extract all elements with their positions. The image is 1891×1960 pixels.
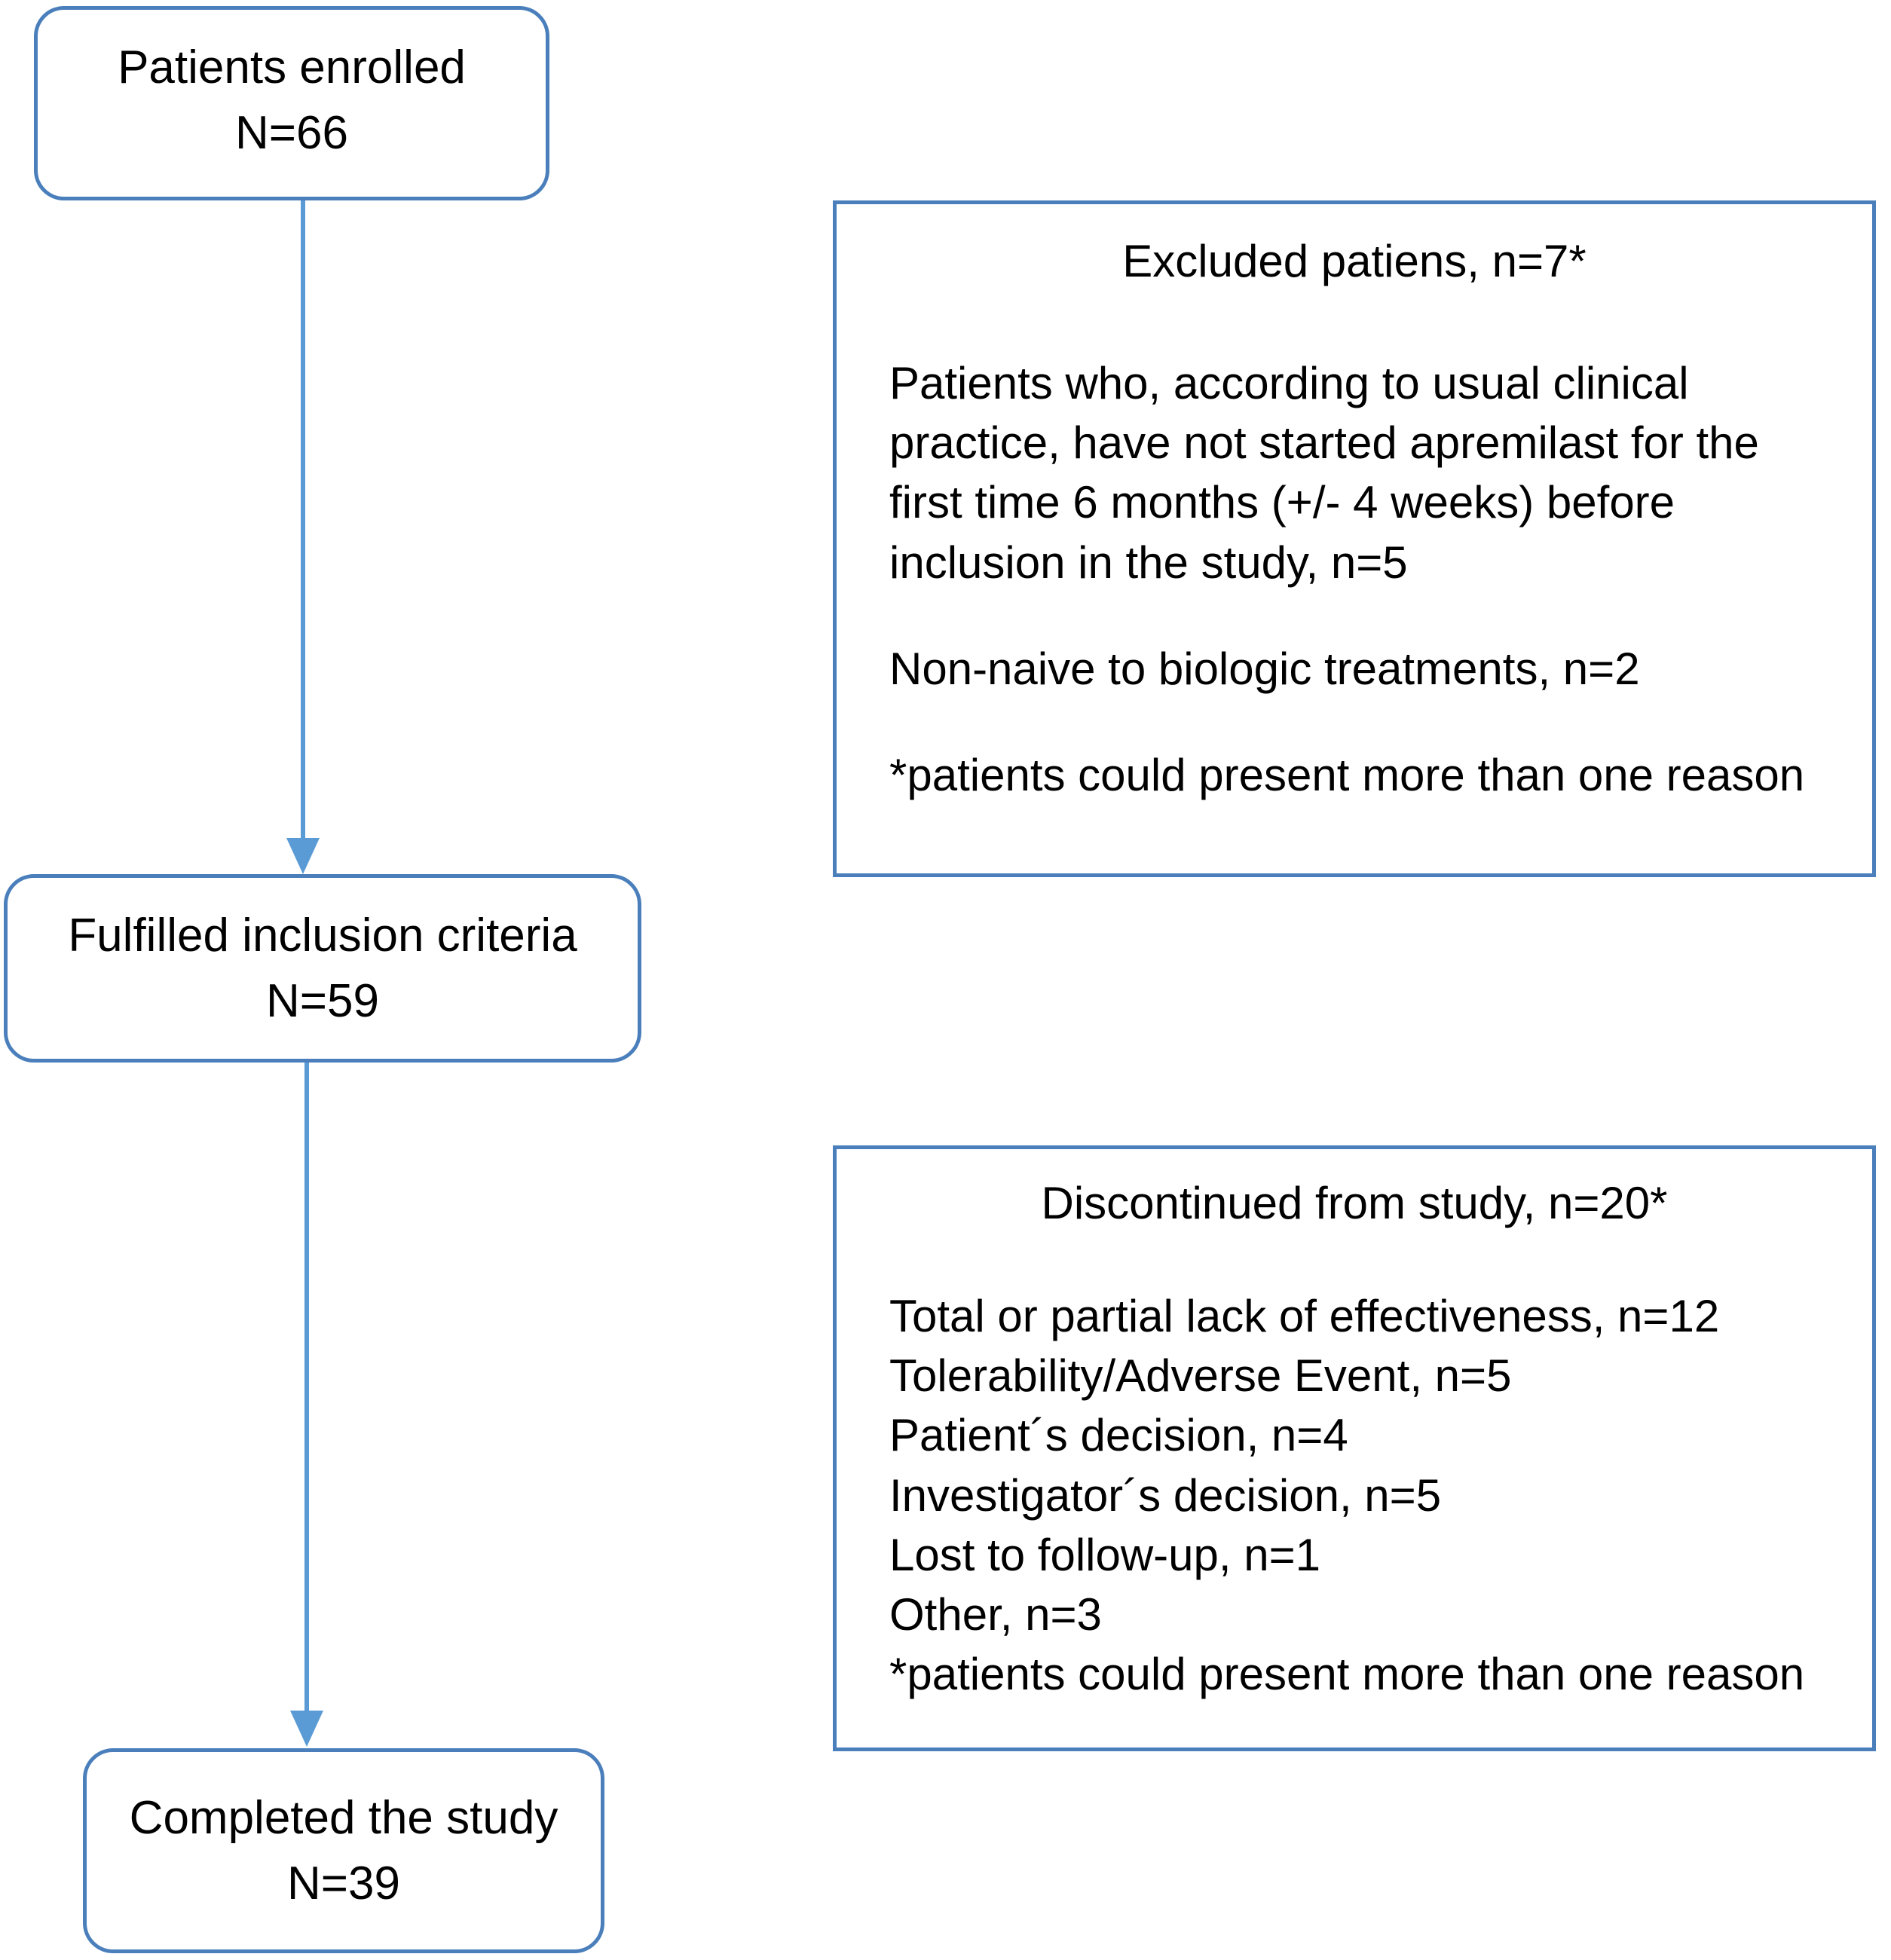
panel-excluded-patients: Excluded patiens, n=7* Patients who, acc… [833, 200, 1876, 877]
discontinued-reason-item: Total or partial lack of effectiveness, … [889, 1291, 1720, 1341]
node-completed-the-study-count: N=39 [287, 1858, 400, 1910]
spacer [889, 699, 1850, 745]
panel-excluded-patients-title: Excluded patiens, n=7* [1122, 236, 1587, 286]
connector-stem [304, 1063, 309, 1712]
node-fulfilled-inclusion-criteria-count: N=59 [266, 975, 379, 1027]
discontinued-reason-item: Other, n=3 [889, 1588, 1102, 1640]
excluded-reason-2: Non-naive to biologic treatments, n=2 [889, 643, 1640, 694]
node-patients-enrolled-label: Patients enrolled [118, 41, 466, 93]
discontinued-reason-item: Lost to follow-up, n=1 [889, 1529, 1321, 1580]
node-patients-enrolled: Patients enrolled N=66 [34, 6, 549, 200]
discontinued-reason-item: Tolerability/Adverse Event, n=5 [889, 1350, 1512, 1402]
node-patients-enrolled-count: N=66 [235, 107, 348, 159]
node-completed-the-study-label: Completed the study [129, 1791, 558, 1844]
panel-discontinued-from-study-body: Total or partial lack of effectiveness, … [889, 1286, 1850, 1704]
node-fulfilled-inclusion-criteria: Fulfilled inclusion criteria N=59 [4, 874, 641, 1063]
panel-excluded-patients-body: Patients who, according to usual clinica… [889, 353, 1850, 805]
arrowhead-down-icon [290, 1711, 323, 1747]
discontinued-reason-item: Patient´s decision, n=4 [889, 1410, 1348, 1461]
excluded-footnote: *patients could present more than one re… [889, 749, 1805, 800]
node-completed-the-study: Completed the study N=39 [83, 1748, 604, 1953]
panel-discontinued-from-study: Discontinued from study, n=20* Total or … [833, 1145, 1876, 1751]
discontinued-footnote: *patients could present more than one re… [889, 1649, 1805, 1700]
discontinued-reason-item: Investigator´s decision, n=5 [889, 1469, 1442, 1521]
node-fulfilled-inclusion-criteria-label: Fulfilled inclusion criteria [68, 909, 577, 962]
panel-discontinued-from-study-title: Discontinued from study, n=20* [1041, 1178, 1668, 1228]
spacer [889, 592, 1850, 639]
arrowhead-down-icon [286, 838, 320, 874]
connector-stem [301, 200, 305, 839]
excluded-reason-1: Patients who, according to usual clinica… [889, 358, 1759, 588]
